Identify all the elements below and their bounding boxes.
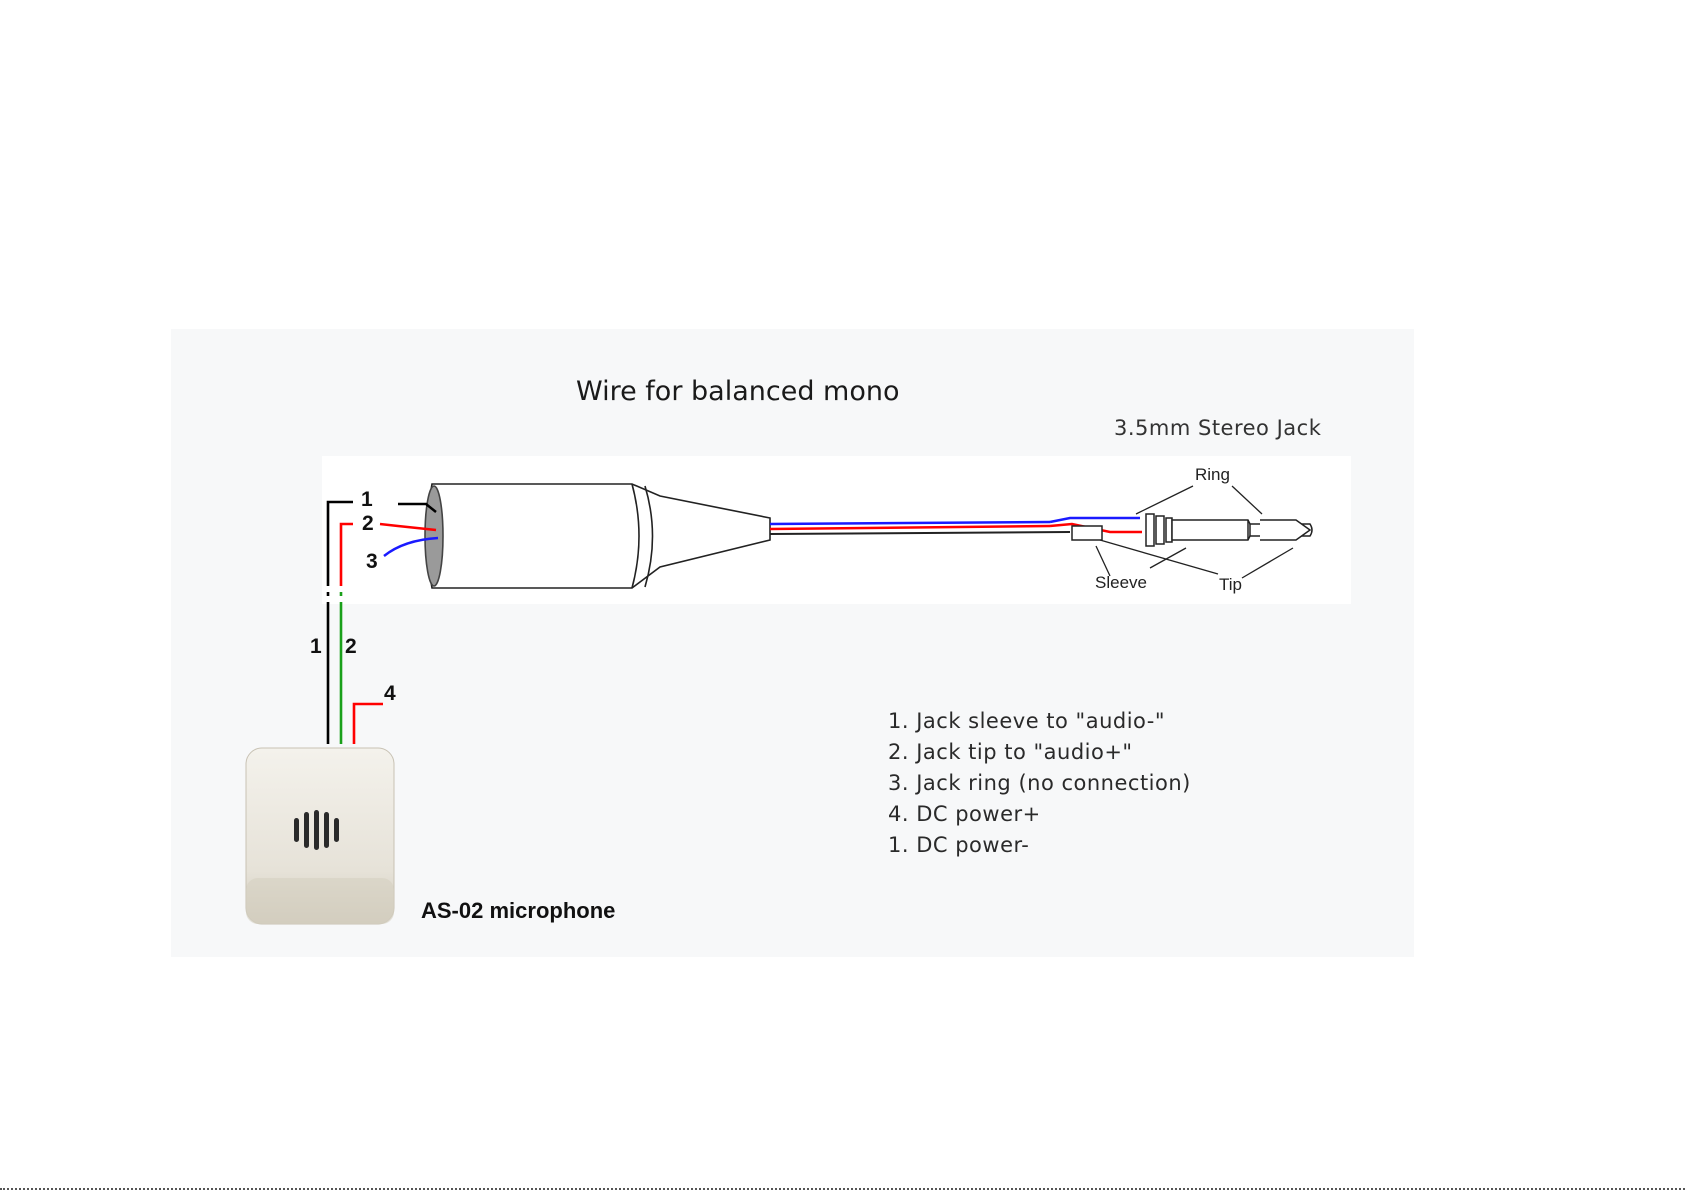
page-border-line <box>0 1188 1685 1190</box>
wire-number-3: 3 <box>366 550 378 574</box>
diagram-title: Wire for balanced mono <box>576 376 900 407</box>
wire-number-2: 2 <box>362 512 374 536</box>
legend-item: 2. Jack tip to "audio+" <box>888 737 1191 768</box>
legend-item: 1. Jack sleeve to "audio-" <box>888 706 1191 737</box>
legend-item: 3. Jack ring (no connection) <box>888 768 1191 799</box>
wiring-legend: 1. Jack sleeve to "audio-" 2. Jack tip t… <box>888 706 1191 861</box>
microphone-box <box>246 748 394 924</box>
wire-4 <box>354 704 383 744</box>
legend-item: 1. DC power- <box>888 830 1191 861</box>
tip-label: Tip <box>1219 575 1242 595</box>
cable-number-1: 1 <box>310 635 322 659</box>
wire-number-1: 1 <box>361 488 373 512</box>
wire-number-4: 4 <box>384 682 396 706</box>
microphone-label: AS-02 microphone <box>421 898 615 924</box>
ring-label: Ring <box>1195 465 1230 485</box>
cable-number-2: 2 <box>345 635 357 659</box>
jack-name-label: 3.5mm Stereo Jack <box>1114 416 1321 440</box>
legend-item: 4. DC power+ <box>888 799 1191 830</box>
sleeve-label: Sleeve <box>1095 573 1147 593</box>
